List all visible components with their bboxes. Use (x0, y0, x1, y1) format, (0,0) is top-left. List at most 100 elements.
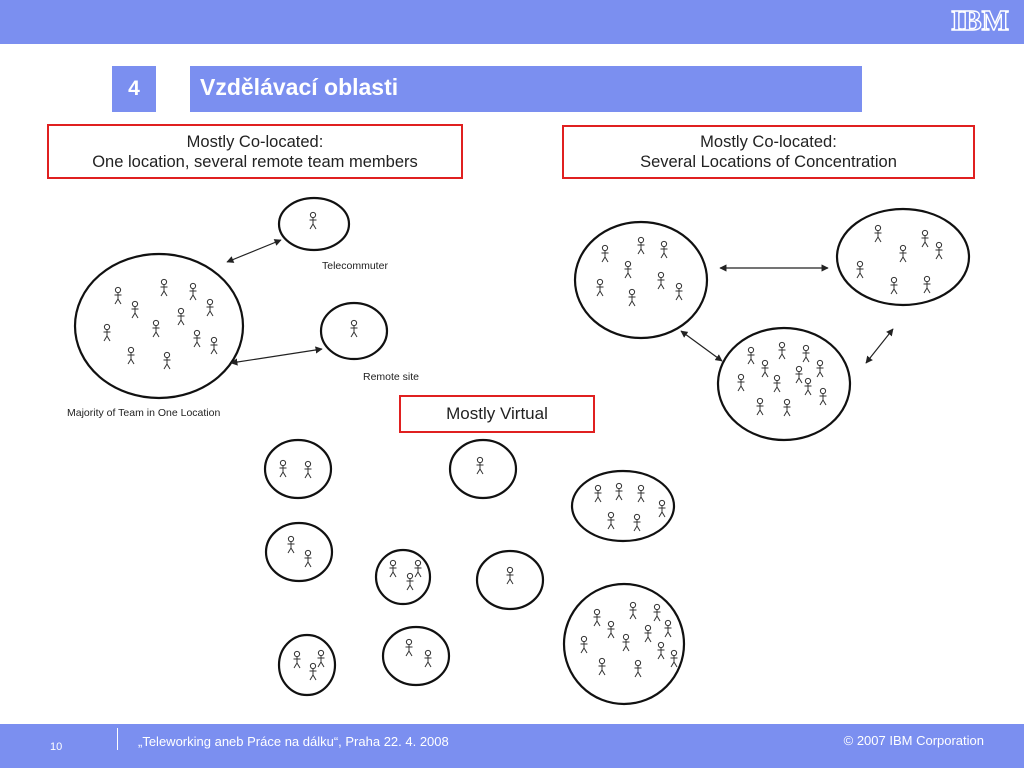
team-location-circle (835, 207, 971, 307)
person-icon (206, 298, 214, 317)
double-arrow-icon (230, 346, 323, 366)
team-location-circle (319, 301, 389, 361)
person-icon (899, 244, 907, 263)
person-icon (389, 559, 397, 578)
person-icon (594, 484, 602, 503)
copyright: © 2007 IBM Corporation (843, 733, 984, 748)
section-number: 4 (112, 66, 156, 112)
panel-title-line: Mostly Virtual (446, 404, 548, 423)
person-icon (476, 456, 484, 475)
person-icon (309, 211, 317, 230)
person-icon (607, 511, 615, 530)
double-arrow-icon (865, 328, 894, 364)
person-icon (756, 397, 764, 416)
event-name: „Teleworking aneb Práce na dálku“, Praha… (138, 734, 449, 749)
team-location-circle (264, 521, 334, 583)
person-icon (773, 374, 781, 393)
person-icon (103, 323, 111, 342)
team-location-circle (570, 469, 676, 543)
footer-divider (117, 728, 118, 750)
person-icon (152, 319, 160, 338)
person-icon (414, 559, 422, 578)
person-icon (406, 572, 414, 591)
person-icon (309, 662, 317, 681)
person-icon (304, 460, 312, 479)
person-icon (160, 278, 168, 297)
team-location-circle (374, 548, 432, 606)
person-icon (660, 240, 668, 259)
person-icon (633, 513, 641, 532)
person-icon (747, 346, 755, 365)
person-icon (177, 307, 185, 326)
person-icon (607, 620, 615, 639)
person-icon (601, 244, 609, 263)
person-icon (279, 459, 287, 478)
person-icon (405, 638, 413, 657)
person-icon (658, 499, 666, 518)
person-icon (816, 359, 824, 378)
team-location-circle (573, 220, 709, 340)
person-icon (593, 608, 601, 627)
footer-bar: 10 „Teleworking aneb Práce na dálku“, Pr… (0, 724, 1024, 768)
person-icon (761, 359, 769, 378)
person-icon (189, 282, 197, 301)
person-icon (921, 229, 929, 248)
person-icon (737, 373, 745, 392)
person-icon (802, 344, 810, 363)
panel-title-line: Mostly Co-located: (700, 133, 837, 151)
page-title: Vzdělávací oblasti (190, 66, 862, 112)
page-number: 10 (50, 741, 63, 753)
person-icon (890, 276, 898, 295)
person-icon (653, 603, 661, 622)
team-location-circle (448, 438, 518, 500)
person-icon (670, 649, 678, 668)
person-icon (304, 549, 312, 568)
person-icon (622, 633, 630, 652)
person-icon (287, 535, 295, 554)
panel-title-virtual: Mostly Virtual (399, 395, 595, 433)
panel-title-one-location: Mostly Co-located: One location, several… (47, 124, 463, 179)
person-icon (506, 566, 514, 585)
person-icon (935, 241, 943, 260)
team-location-circle (263, 438, 333, 500)
person-icon (874, 224, 882, 243)
person-icon (127, 346, 135, 365)
person-icon (624, 260, 632, 279)
person-icon (657, 271, 665, 290)
person-icon (424, 649, 432, 668)
person-icon (163, 351, 171, 370)
person-icon (819, 387, 827, 406)
team-location-circle (562, 582, 686, 706)
person-icon (629, 601, 637, 620)
team-location-circle (277, 196, 351, 252)
person-icon (580, 635, 588, 654)
person-icon (293, 650, 301, 669)
top-bar: IBM (0, 0, 1024, 44)
ibm-logo-text: IBM (951, 5, 1009, 36)
person-icon (783, 398, 791, 417)
panel-title-line: One location, several remote team member… (92, 152, 418, 171)
person-icon (795, 365, 803, 384)
person-icon (193, 329, 201, 348)
person-icon (114, 286, 122, 305)
panel-title-several-locations: Mostly Co-located: Several Locations of … (562, 125, 975, 179)
person-icon (598, 657, 606, 676)
team-location-circle (475, 549, 545, 611)
team-location-circle (73, 252, 245, 400)
person-icon (350, 319, 358, 338)
person-icon (596, 278, 604, 297)
panel-title-line: Several Locations of Concentration (640, 153, 897, 171)
team-location-circle (277, 633, 337, 697)
team-location-circle (716, 326, 852, 442)
double-arrow-icon (226, 239, 282, 263)
person-icon (634, 659, 642, 678)
person-icon (778, 341, 786, 360)
panel-title-line: Mostly Co-located: (186, 132, 324, 151)
caption-majority: Majority of Team in One Location (67, 407, 221, 419)
person-icon (856, 260, 864, 279)
team-location-circle (381, 625, 451, 687)
person-icon (637, 484, 645, 503)
caption-telecommuter: Telecommuter (322, 260, 388, 272)
person-icon (637, 236, 645, 255)
person-icon (675, 282, 683, 301)
